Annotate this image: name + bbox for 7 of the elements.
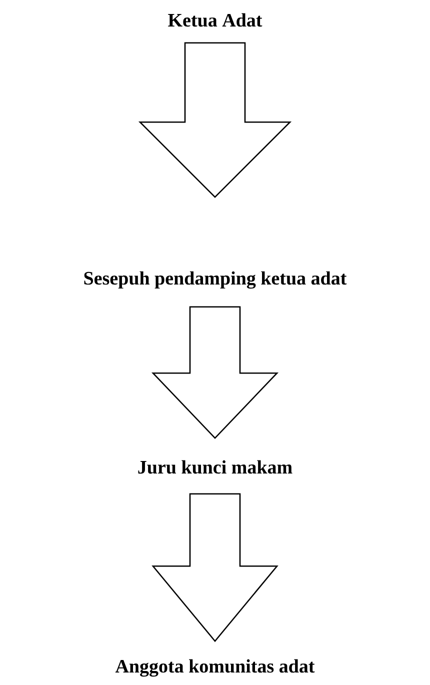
block-arrow bbox=[138, 42, 292, 198]
level-label: Anggota komunitas adat bbox=[115, 659, 315, 677]
level-label: Juru kunci makam bbox=[138, 460, 292, 474]
level-label: Sesepuh pendamping ketua adat bbox=[84, 271, 347, 289]
block-arrow bbox=[151, 306, 279, 440]
block-arrow bbox=[152, 493, 278, 642]
level-label: Ketua Adat bbox=[168, 13, 262, 27]
